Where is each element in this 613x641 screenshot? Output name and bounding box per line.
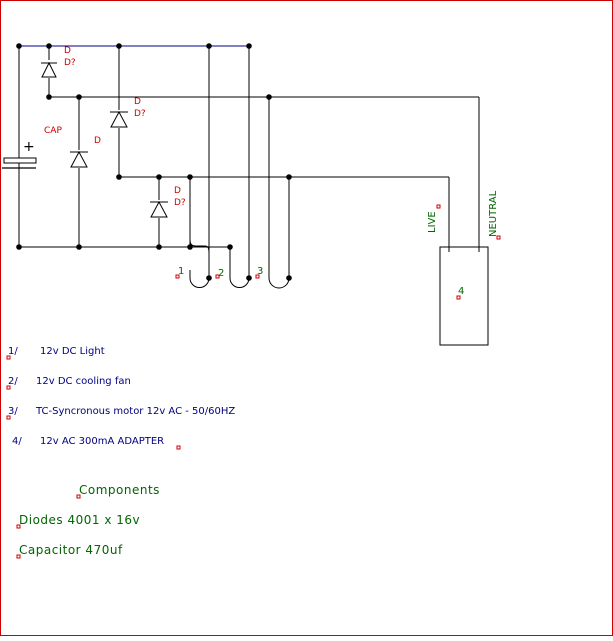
legend-marker [6,385,11,390]
adapter-neutral-label: NEUTRAL [488,190,499,237]
pin-marker [255,274,260,279]
diode-symbol [150,200,168,218]
pin-marker [456,295,461,300]
components-heading: Components [79,483,160,497]
note-marker [76,494,81,499]
diode-ref: D? [174,198,186,208]
capacitor: + CAP [2,126,62,169]
legend: 1/ 12v DC Light 2/ 12v DC cooling fan 3/… [6,346,235,450]
junction-dot [46,43,52,49]
junction-dot [16,244,22,250]
adapter-pin: 4 [458,286,464,297]
junction-dot [156,174,162,180]
legend-marker [176,445,181,450]
load1-hook-wire [189,239,210,253]
diode-symbol [70,150,88,168]
diode-d1: D D? [40,46,76,78]
pin-marker [175,274,180,279]
diode-name: D [94,136,101,146]
wires [18,46,480,278]
capacitor-plate-positive [3,157,37,164]
diode-symbol [41,61,57,78]
legend-num: 2/ [8,376,18,387]
diode-name: D [174,186,181,196]
diode-name: D [64,46,71,56]
legend-text: 12v DC cooling fan [36,376,131,387]
junction-dot [116,43,122,49]
diode-name: D [134,97,141,107]
adapter-outline [439,246,489,346]
junction-dot [16,43,22,49]
junction-dot [227,244,233,250]
loads [189,270,290,289]
diode-d4: D D? [150,186,186,218]
junction-dot [286,174,292,180]
note-marker [16,524,21,529]
load-1-symbol [189,277,210,288]
legend-marker [6,355,11,360]
legend-text: 12v AC 300mA ADAPTER [40,436,164,447]
junction-dot [187,244,193,250]
junctions [16,43,292,281]
capacitor-polarity: + [23,139,35,155]
legend-num: 1/ [8,346,18,357]
pin-marker [215,274,220,279]
capacitor-label: CAP [44,126,62,136]
diode-ref: D? [64,58,76,68]
pin-marker [496,235,501,240]
components-item: Diodes 4001 x 16v [19,513,140,527]
legend-text: TC-Syncronous motor 12v AC - 50/60HZ [35,406,235,417]
load-1-pin: 1 [178,266,184,277]
junction-dot [76,244,82,250]
junction-dot [187,174,193,180]
junction-dot [156,244,162,250]
diode-d2: D D? [110,97,146,128]
legend-num: 4/ [12,436,22,447]
load-3-symbol [268,277,290,289]
load-3-pin: 3 [257,266,263,277]
load-2-pin: 2 [218,268,224,279]
junction-dot [116,174,122,180]
adapter-box: 4 LIVE NEUTRAL [427,190,501,346]
components-notes: Components Diodes 4001 x 16v Capacitor 4… [16,483,160,559]
diode-symbol [110,110,128,128]
components-item: Capacitor 470uf [19,543,123,557]
legend-marker [6,415,11,420]
adapter-live-label: LIVE [427,211,438,233]
diode-ref: D? [134,109,146,119]
junction-dot [76,94,82,100]
legend-num: 3/ [8,406,18,417]
junction-dot [46,94,52,100]
load-2-symbol [229,277,250,288]
junction-dot [206,43,212,49]
junction-dot [246,43,252,49]
note-marker [16,554,21,559]
legend-text: 12v DC Light [40,346,105,357]
junction-dot [266,94,272,100]
diode-d3: D [70,136,101,168]
pin-marker [436,204,441,209]
